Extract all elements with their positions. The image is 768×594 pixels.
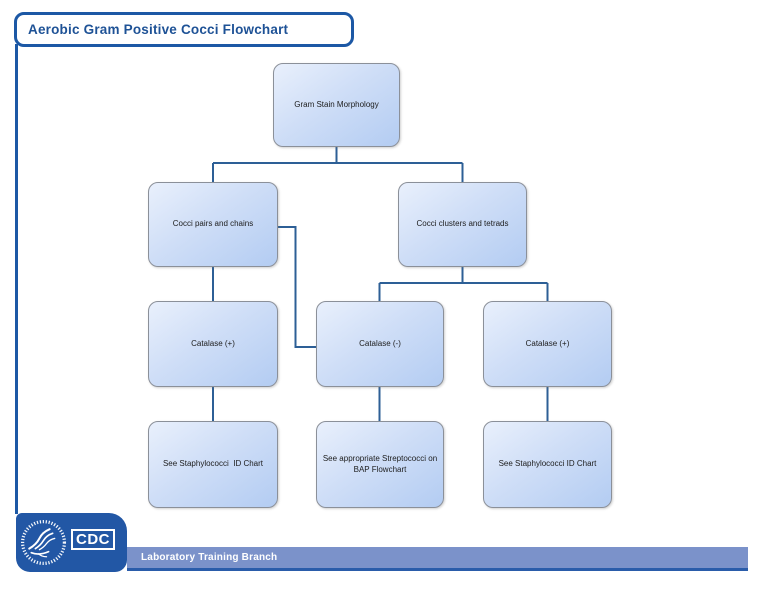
page-title: Aerobic Gram Positive Cocci Flowchart [28,22,289,37]
footer-banner: Laboratory Training Branch [127,547,748,571]
cdc-logo-box: CDC [16,513,127,572]
cdc-logo-text: CDC [71,529,115,550]
node-catalase-positive-right: Catalase (+) [483,301,612,387]
node-streptococci-bap-flowchart: See appropriate Streptococci on BAP Flow… [316,421,444,508]
node-cocci-pairs-and-chains: Cocci pairs and chains [148,182,278,267]
hhs-eagle-seal-icon [20,519,67,566]
banner-label: Laboratory Training Branch [141,552,278,563]
node-staphylococci-id-chart-right: See Staphylococci ID Chart [483,421,612,508]
node-catalase-positive-left: Catalase (+) [148,301,278,387]
node-cocci-clusters-and-tetrads: Cocci clusters and tetrads [398,182,527,267]
node-gram-stain-morphology: Gram Stain Morphology [273,63,400,147]
node-catalase-negative: Catalase (-) [316,301,444,387]
node-staphylococci-id-chart-left: See Staphylococci ID Chart [148,421,278,508]
title-tab: Aerobic Gram Positive Cocci Flowchart [14,12,354,47]
left-border-line [15,44,18,514]
